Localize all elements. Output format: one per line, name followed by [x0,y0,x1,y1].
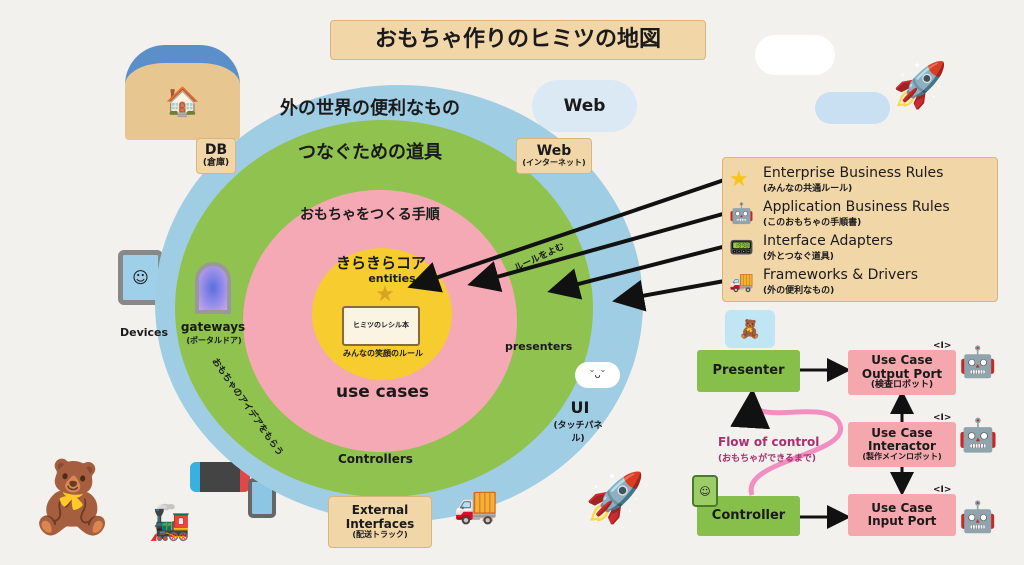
handheld-device-icon: ☺ [692,475,718,507]
label-ui-sub: (タッチパネル) [553,421,603,444]
output-port-box: Use Case Output Port(検査ロボット) [848,350,956,395]
presenter-label: Presenter [712,362,785,378]
legend-subtitle: (外の便利なもの) [763,285,835,296]
star-icon: ★ [375,282,395,307]
arrow-adapters [547,243,731,300]
rocket-icon: 🚀 [892,60,948,111]
toy-train-icon: 🚂 [148,502,192,543]
presenter-box: Presenter [697,350,800,392]
interactor-box: Use Case Interactor(製作メインロボット) [848,422,956,467]
ring-label-usecases: use cases [336,382,429,402]
star-icon: ★ [729,166,749,192]
interface-stereotype: <I> [933,341,952,351]
ring-label-gateways: gateways [180,320,246,334]
output-port-label: Use Case Output Port [861,353,943,381]
page-title: おもちゃ作りのヒミツの地図 [374,26,661,52]
ring-label-usecases-title: おもちゃをつくる手順 [300,207,440,223]
arrow-usecases [467,210,731,292]
label-devices: Devices [120,326,169,339]
cloud-icon [815,92,890,124]
ring-label-core: きらきらコア [336,254,427,272]
interactor-subtitle: (製作メインロボット) [862,452,942,462]
cloud-icon [755,35,835,75]
flow-of-control-yarn [730,388,843,496]
flow-of-control-subtitle: (おもちゃができるまで) [718,454,817,464]
input-port-label: Use Case Input Port [867,500,937,528]
hologram-bear-icon: 🧸 [725,310,775,348]
arrow-frameworks [612,278,731,312]
interactor-label: Use Case Interactor [868,425,936,454]
rocket-icon: 🚀 [585,470,645,526]
rule-book-icon: ヒミツのレシル本 [342,306,420,346]
interface-stereotype: <I> [933,485,952,495]
web-subtitle: (インターネット) [522,158,586,168]
web-cloud-label: Web [563,95,606,116]
interface-stereotype: <I> [933,413,952,423]
label-ui: UI [570,398,590,417]
ring-label-core-book: みんなの笑顔のルール [343,349,423,358]
external-interfaces-label: External Interfaces(配送トラック) [328,496,432,548]
ext-subtitle: (配送トラック) [352,529,408,539]
db-label: DB(倉庫) [196,138,236,174]
cloud-icon: ˘ᴗ˘ [575,362,620,388]
output-port-subtitle: (検査ロボット) [870,379,934,390]
robot-icon: 🤖 [959,345,997,380]
portal-door-icon [195,262,231,314]
legend-item: 🚚 Frameworks & Drivers (外の便利なもの) [729,264,991,298]
robot-icon: 🤖 [729,201,754,225]
input-port-box: Use Case Input Port [848,494,956,536]
robot-icon: 🤖 [959,499,997,535]
ring-label-outer: 外の世界の便利なもの [280,98,460,119]
device-icon: 📟 [729,235,754,259]
teddy-bear-icon: 🧸 [28,456,117,538]
flow-of-control-label: Flow of control [718,435,820,449]
ring-label-controllers: Controllers [338,452,413,466]
warehouse-icon: 🏠 [125,45,240,140]
legend-title: Enterprise Business Rules [763,164,944,181]
ring-label-entities: entities [368,272,416,285]
db-subtitle: (倉庫) [202,157,230,168]
ext-title: External Interfaces [345,503,415,531]
truck-icon: 🚚 [729,269,754,293]
book-title: ヒミツのレシル本 [353,321,409,330]
truck-icon: 🚚 [453,484,499,526]
web-title: Web [536,142,572,159]
legend-item: 📟 Interface Adapters (外とつなぐ道具) [729,230,991,264]
web-label: Web(インターネット) [516,138,592,174]
title-banner: おもちゃ作りのヒミツの地図 [330,20,706,60]
legend-subtitle: (このおもちゃの手順書) [763,217,862,228]
ring-label-adapters: つなぐための道具 [298,142,442,163]
legend-item: ★ Enterprise Business Rules (みんなの共通ルール) [729,162,991,196]
legend-panel: ★ Enterprise Business Rules (みんなの共通ルール) 🤖 A… [722,157,998,302]
ring-label-gateways-sub: (ポータルドア) [186,336,242,345]
controller-label: Controller [711,507,786,523]
ring-label-presenters: presenters [505,340,573,353]
legend-subtitle: (みんなの共通ルール) [763,183,853,194]
legend-item: 🤖 Application Business Rules (このおもちゃの手順書) [729,196,991,230]
db-title: DB [204,142,228,159]
web-cloud: Web [532,80,637,132]
controller-box: Controller [697,496,800,536]
robot-icon: 🤖 [958,416,998,454]
legend-subtitle: (外とつなぐ道具) [763,251,834,262]
legend-title: Interface Adapters [763,232,893,249]
arrow-entities [407,176,731,293]
legend-title: Application Business Rules [763,198,950,215]
legend-title: Frameworks & Drivers [763,266,918,283]
